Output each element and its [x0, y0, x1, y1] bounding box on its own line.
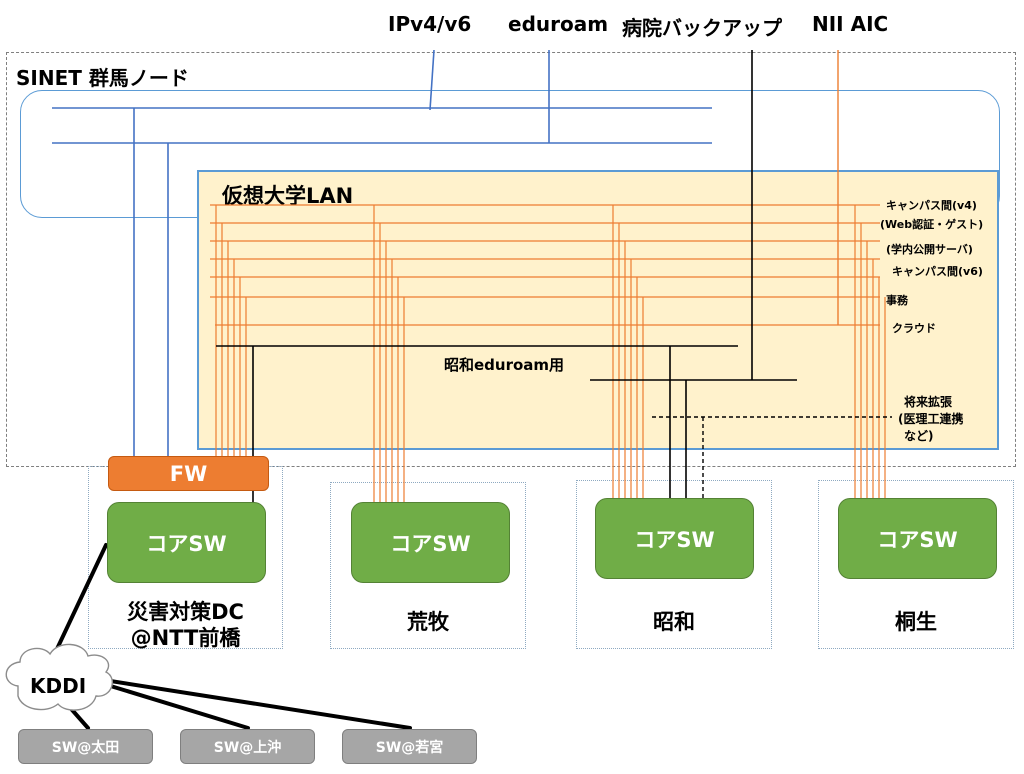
- site-box-aramaki: [330, 482, 526, 649]
- eduroam-label: eduroam: [508, 12, 609, 36]
- vlan-label-web-auth-guest: (Web認証・ゲスト): [880, 218, 984, 231]
- site-name-dc-line2: @NTT前橋: [130, 626, 241, 650]
- remote-switch-wakamiya[interactable]: SW@若宮: [342, 729, 477, 764]
- future-expansion-detail: (医理工連携: [898, 412, 964, 426]
- nii-aic-label: NII AIC: [812, 12, 889, 36]
- hospital-backup-label: 病院バックアップ: [622, 16, 782, 40]
- virtual-university-lan: [197, 170, 999, 450]
- ipv4v6-label: IPv4/v6: [388, 12, 472, 36]
- vlan-label-cloud: クラウド: [892, 322, 936, 335]
- sinet-node-title: SINET 群馬ノード: [16, 66, 189, 90]
- kddi-cloud-icon: [5, 643, 114, 711]
- future-expansion-label: 将来拡張: [904, 395, 953, 409]
- showa-eduroam-label: 昭和eduroam用: [444, 356, 565, 374]
- core-switch-showa[interactable]: コアSW: [595, 498, 754, 579]
- core-switch-aramaki[interactable]: コアSW: [351, 502, 510, 583]
- site-name-dc-line1: 災害対策DC: [127, 600, 244, 624]
- sinet-node-box: [6, 52, 1016, 467]
- vlan-label-public-server: (学内公開サーバ): [886, 243, 973, 256]
- site-box-kiryu: [818, 480, 1014, 649]
- future-expansion-etc: など): [904, 429, 934, 443]
- vlan-label-campus-v6: キャンパス間(v6): [892, 265, 983, 278]
- core-switch-kiryu[interactable]: コアSW: [838, 498, 997, 579]
- site-box-showa: [576, 480, 772, 649]
- remote-switch-ota[interactable]: SW@太田: [18, 729, 153, 764]
- vlan-label-campus-v4: キャンパス間(v4): [886, 199, 977, 212]
- site-name-aramaki: 荒牧: [407, 610, 449, 634]
- vlan-label-admin: 事務: [886, 294, 908, 307]
- site-name-kiryu: 桐生: [895, 610, 937, 634]
- core-switch-dc[interactable]: コアSW: [107, 502, 266, 583]
- virtual-university-lan-title: 仮想大学LAN: [222, 184, 354, 208]
- firewall[interactable]: FW: [108, 456, 269, 491]
- site-name-showa: 昭和: [653, 610, 695, 634]
- remote-switch-kamioki[interactable]: SW@上沖: [180, 729, 315, 764]
- kddi-label: KDDI: [30, 674, 87, 698]
